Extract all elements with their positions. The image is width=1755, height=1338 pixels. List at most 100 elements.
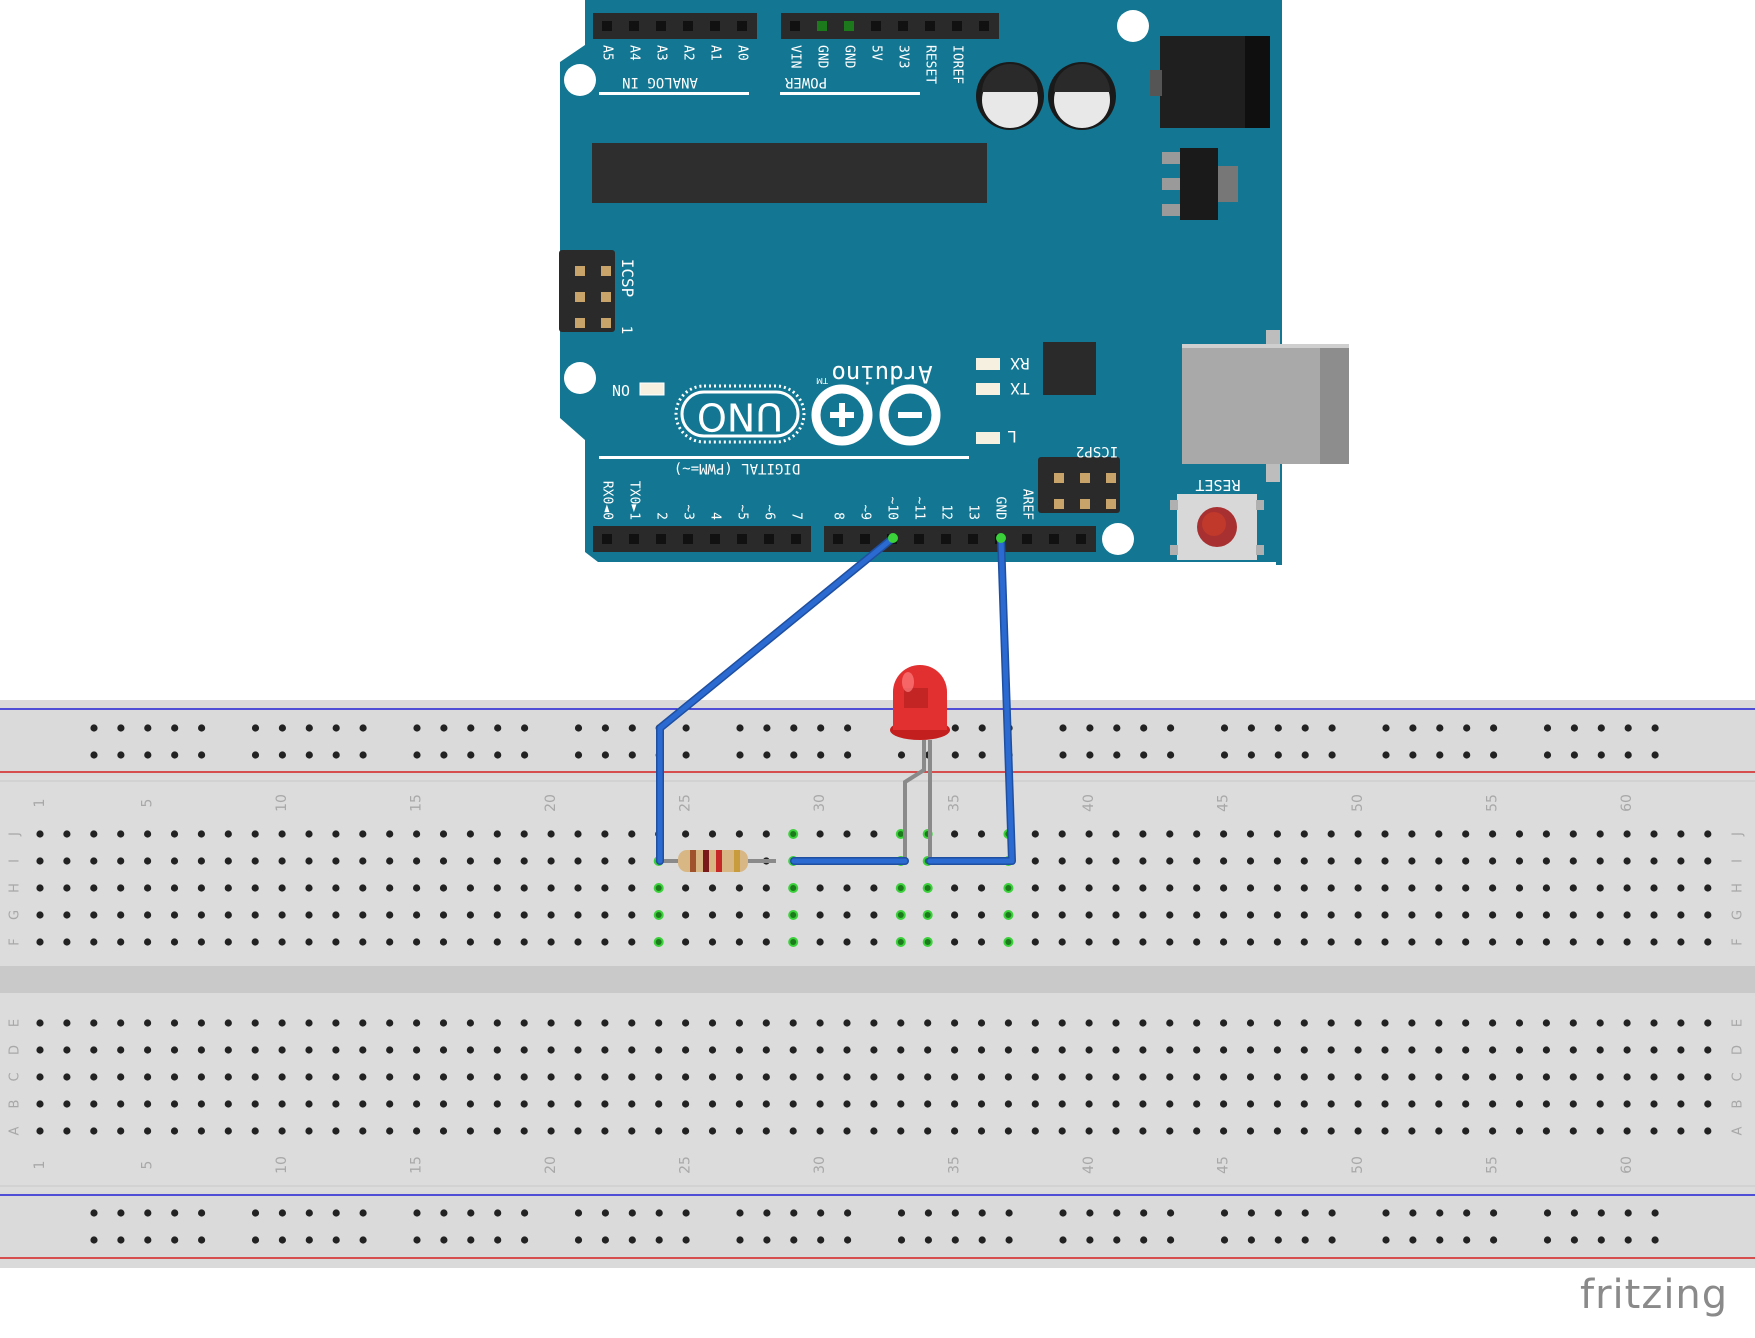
breadboard-hole: [144, 1019, 152, 1027]
breadboard-hole: [466, 911, 474, 919]
breadboard-hole: [816, 1019, 824, 1027]
rail-hole: [90, 1209, 98, 1217]
breadboard-hole: [1489, 938, 1497, 946]
icsp-header: [559, 250, 615, 332]
rail-hole: [332, 751, 340, 759]
breadboard-hole: [762, 1127, 770, 1135]
breadboard-hole: [1650, 1073, 1658, 1081]
breadboard-hole: [1354, 911, 1362, 919]
breadboard-hole: [439, 911, 448, 919]
digital-left-header-pin: [710, 534, 720, 544]
breadboard-hole: [197, 857, 205, 865]
breadboard-hole: [1489, 857, 1497, 865]
digital-left-header-housing: [593, 526, 811, 552]
breadboard-hole: [977, 1100, 986, 1108]
breadboard-hole: [762, 911, 770, 919]
breadboard-hole: [1058, 1073, 1066, 1081]
power-underline: [780, 92, 920, 95]
breadboard-hole: [843, 911, 851, 919]
breadboard-hole: [574, 1127, 582, 1135]
pin-label: ~9: [858, 504, 873, 520]
breadboard-hole: [386, 1019, 394, 1027]
breadboard-hole: [197, 830, 205, 838]
rail-hole: [1597, 751, 1605, 759]
breadboard-hole: [278, 884, 286, 892]
breadboard-hole: [90, 1073, 98, 1081]
breadboard-hole: [413, 911, 421, 919]
breadboard-hole: [1462, 1046, 1470, 1054]
breadboard-hole: [278, 1073, 286, 1081]
row-label: C: [8, 1072, 23, 1081]
breadboard-hole: [1462, 1127, 1470, 1135]
rail-hole: [144, 1209, 152, 1217]
pin-label: A5: [600, 45, 615, 61]
breadboard-hole: [1650, 857, 1658, 865]
breadboard-hole: [1542, 938, 1550, 946]
breadboard-hole: [1112, 1073, 1120, 1081]
breadboard-hole: [305, 938, 313, 946]
breadboard-hole: [439, 938, 448, 946]
breadboard-hole-active: [897, 831, 904, 837]
rail-hole: [413, 751, 421, 759]
breadboard-hole: [1166, 884, 1174, 892]
breadboard-hole: [816, 830, 824, 838]
breadboard-hole: [1381, 1019, 1389, 1027]
breadboard-hole: [520, 1073, 528, 1081]
breadboard-hole-active: [655, 912, 662, 918]
breadboard-hole: [1193, 884, 1201, 892]
breadboard-hole: [1354, 857, 1362, 865]
breadboard-hole: [36, 1019, 44, 1027]
breadboard-hole: [1677, 830, 1685, 838]
breadboard-hole: [1596, 1019, 1604, 1027]
breadboard-hole: [1381, 1100, 1389, 1108]
breadboard-hole: [493, 884, 501, 892]
rail-hole: [1005, 1209, 1013, 1217]
breadboard-hole: [305, 884, 313, 892]
breadboard-hole: [386, 884, 394, 892]
rail-hole: [278, 751, 286, 759]
breadboard-hole: [1623, 1127, 1631, 1135]
row-label: I: [8, 859, 23, 863]
breadboard-hole: [628, 857, 636, 865]
breadboard-hole: [117, 938, 125, 946]
breadboard-hole: [251, 1073, 259, 1081]
breadboard-hole: [251, 938, 259, 946]
rail-hole: [601, 1236, 610, 1244]
breadboard-hole: [197, 1100, 205, 1108]
breadboard-hole: [870, 938, 878, 946]
rail-hole: [1301, 1236, 1309, 1244]
pin-label: IOREF: [950, 45, 965, 84]
breadboard-hole: [574, 1019, 582, 1027]
rail-hole: [1274, 1236, 1282, 1244]
digital-right-header-pin: [833, 534, 843, 544]
breadboard-hole: [547, 911, 555, 919]
breadboard-hole: [1004, 1019, 1013, 1027]
breadboard-hole: [1300, 938, 1308, 946]
breadboard-hole: [1381, 830, 1389, 838]
icsp2-pin: [1080, 473, 1090, 483]
rail-hole: [1167, 1209, 1175, 1217]
rail-hole: [763, 751, 771, 759]
breadboard-hole: [1623, 911, 1631, 919]
rail-hole: [1409, 1236, 1417, 1244]
column-number: 35: [947, 1156, 963, 1174]
breadboard-hole: [547, 830, 555, 838]
row-label: E: [8, 1019, 23, 1027]
breadboard-hole: [708, 1046, 717, 1054]
breadboard-hole: [251, 911, 259, 919]
breadboard-hole: [144, 1100, 152, 1108]
rail-hole: [1247, 1209, 1255, 1217]
rail-hole: [897, 1236, 906, 1244]
breadboard-hole: [951, 911, 959, 919]
breadboard-hole: [1354, 830, 1362, 838]
breadboard-hole: [655, 1127, 663, 1135]
breadboard-hole: [843, 1100, 851, 1108]
breadboard-hole: [1462, 1019, 1470, 1027]
breadboard-hole: [1058, 1046, 1066, 1054]
breadboard-hole: [466, 857, 474, 865]
breadboard-hole: [1435, 884, 1443, 892]
breadboard-hole: [1596, 1127, 1604, 1135]
rail-hole: [1543, 1209, 1552, 1217]
rail-hole: [978, 751, 986, 759]
breadboard-hole: [843, 830, 851, 838]
